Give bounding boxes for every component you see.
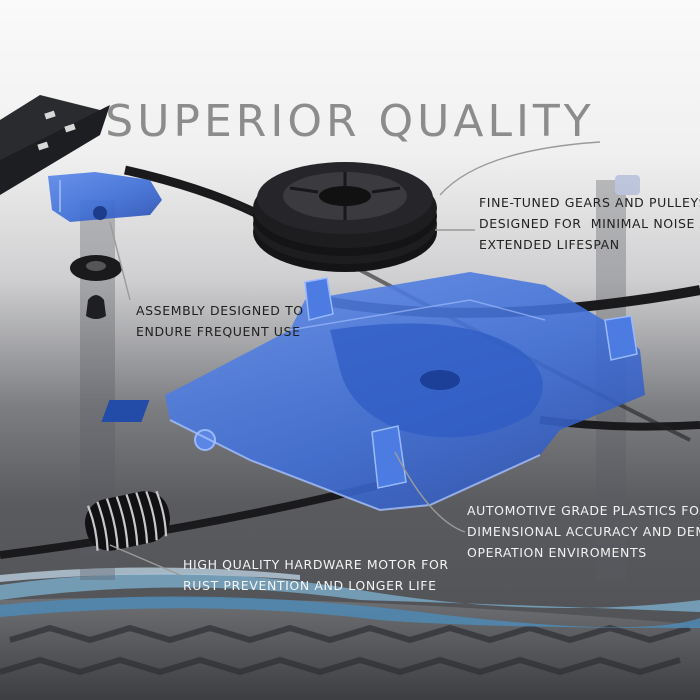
callout-gears-line-2: DESIGNED FOR MINIMAL NOISE AND [479, 216, 700, 231]
blue-wave-streaks [0, 567, 700, 628]
pulley-icon [253, 162, 437, 272]
callout-assembly: ASSEMBLY DESIGNED TO ENDURE FREQUENT USE [136, 300, 304, 342]
callout-motor-line-1: HIGH QUALITY HARDWARE MOTOR FOR [183, 557, 449, 572]
callout-assembly-line-2: ENDURE FREQUENT USE [136, 324, 301, 339]
callout-motor-line-2: RUST PREVENTION AND LONGER LIFE [183, 578, 437, 593]
rubber-grommet-icon [70, 255, 122, 319]
callout-plastics: AUTOMOTIVE GRADE PLASTICS FOR DIMENSIONA… [467, 500, 700, 563]
regulator-bracket-icon [48, 172, 162, 222]
blue-regulator-housing [101, 272, 645, 512]
headline: SUPERIOR QUALITY [105, 96, 595, 147]
callout-assembly-line-1: ASSEMBLY DESIGNED TO [136, 303, 304, 318]
callout-gears-line-3: EXTENDED LIFESPAN [479, 237, 620, 252]
callout-plastics-line-2: DIMENSIONAL ACCURACY AND DEMANDING [467, 524, 700, 539]
callout-motor: HIGH QUALITY HARDWARE MOTOR FOR RUST PRE… [183, 554, 449, 596]
callout-plastics-line-1: AUTOMOTIVE GRADE PLASTICS FOR [467, 503, 700, 518]
rail-icon [0, 95, 110, 195]
callout-gears-pulleys: FINE-TUNED GEARS AND PULLEYS DESIGNED FO… [479, 192, 700, 255]
callout-plastics-line-3: OPERATION ENVIROMENTS [467, 545, 647, 560]
callout-gears-line-1: FINE-TUNED GEARS AND PULLEYS [479, 195, 700, 210]
callout-leader-lines [109, 141, 601, 576]
spring-icon [84, 490, 171, 551]
